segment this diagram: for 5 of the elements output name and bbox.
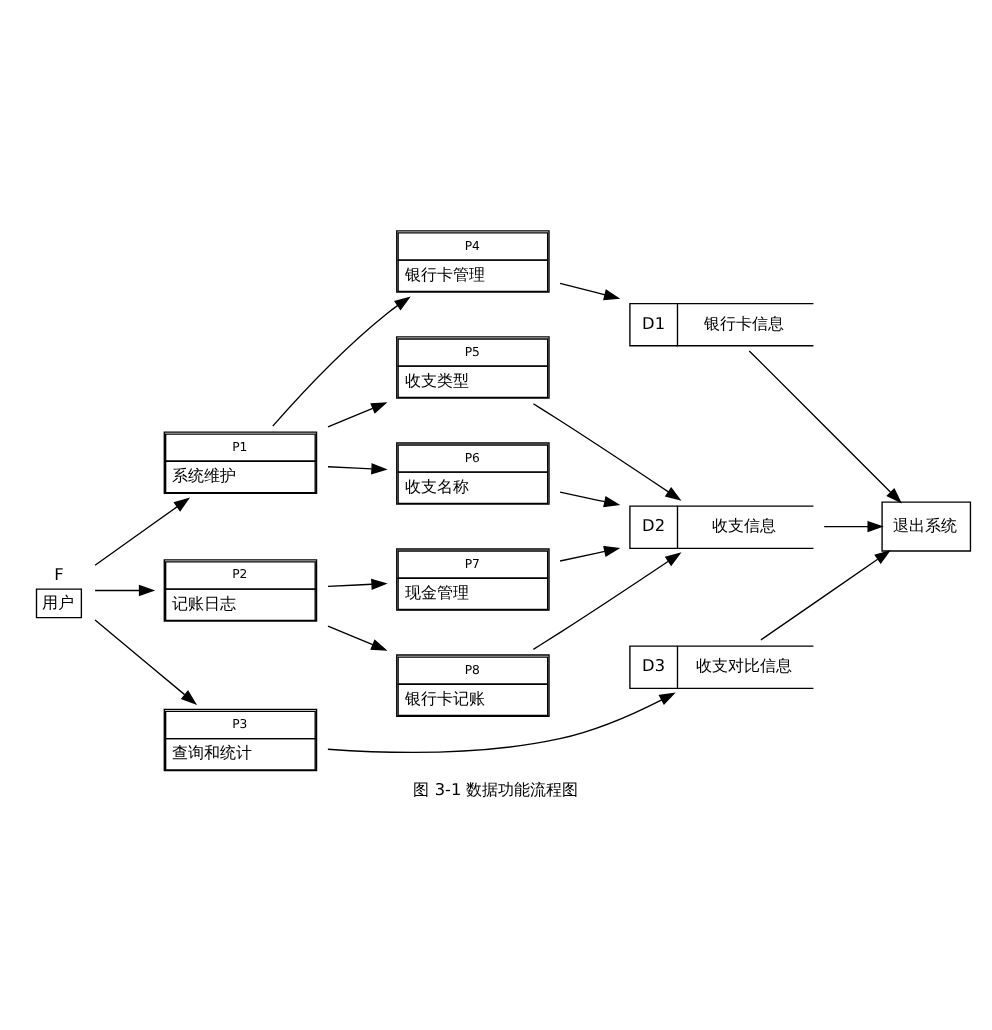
node-text: D2 收支信息 — [642, 515, 777, 536]
node-label: F — [54, 564, 64, 585]
node-text: D3 收支对比信息 — [642, 655, 792, 676]
caption: 图 3-1 数据功能流程图 — [413, 778, 579, 799]
node-text: D1 银行卡信息 — [642, 312, 784, 333]
